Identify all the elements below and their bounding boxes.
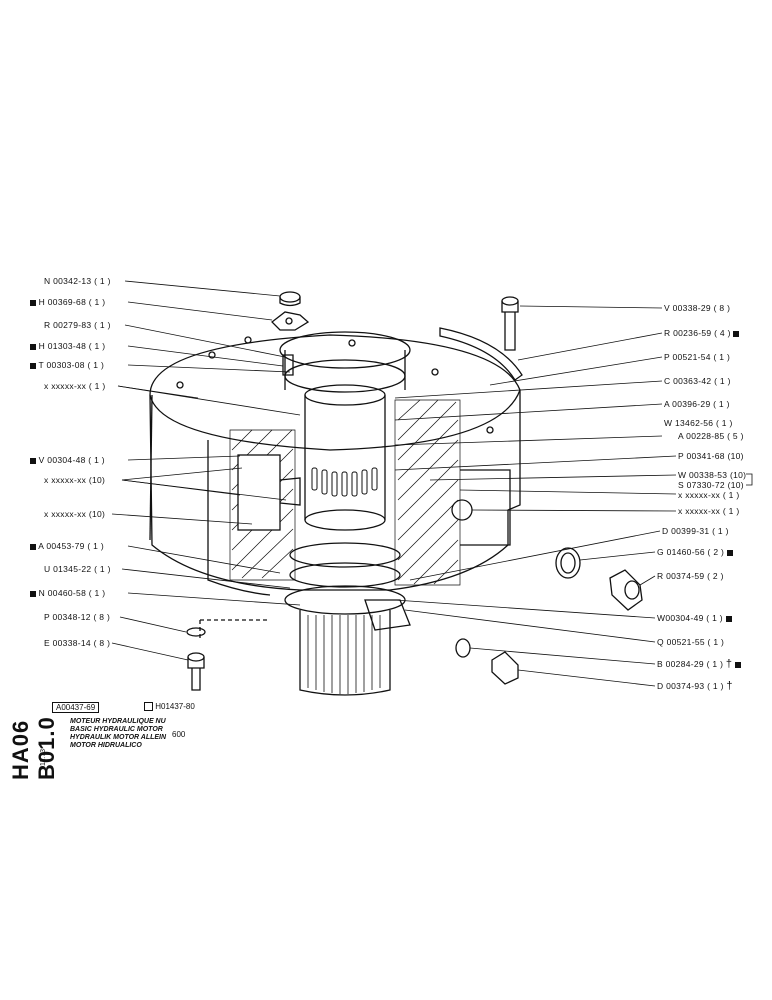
part-label-right: R 00236-59 ( 4 ) [664, 328, 740, 338]
housing-outline [149, 334, 521, 591]
square-marker [30, 457, 36, 464]
part-label-right: P 00521-54 ( 1 ) [664, 352, 731, 362]
part-label-left: T 00303-08 ( 1 ) [30, 360, 104, 370]
part-label-right: W 00338-53 (10) [678, 470, 747, 480]
part-label-right: W00304-49 ( 1 ) [657, 613, 732, 623]
square-marker [30, 543, 36, 550]
ref-main-box: A00437-69 [52, 702, 100, 713]
dagger-mark: † [725, 658, 733, 670]
checkbox-square [144, 702, 153, 712]
square-marker [726, 549, 733, 556]
square-marker [733, 330, 740, 337]
square-marker [30, 343, 36, 350]
document-code: HA06 B01.0 [8, 716, 59, 780]
square-marker [725, 615, 732, 622]
part-label-left: R 00279-83 ( 1 ) [44, 320, 111, 330]
output-shaft [299, 610, 391, 696]
part-label-left: N 00460-58 ( 1 ) [30, 588, 105, 598]
central-shaft [304, 395, 386, 520]
part-label-right: C 00363-42 ( 1 ) [664, 376, 731, 386]
part-label-right: R 00374-59 ( 2 ) [657, 571, 724, 581]
part-label-right: D 00374-93 ( 1 ) † [657, 680, 733, 692]
part-label-left: A 00453-79 ( 1 ) [30, 541, 104, 551]
part-label-right: G 01460-56 ( 2 ) [657, 547, 733, 557]
part-label-right: W 13462-56 ( 1 ) [664, 418, 733, 428]
part-label-left: U 01345-22 ( 1 ) [44, 564, 111, 574]
part-label-left: H 00369-68 ( 1 ) [30, 297, 105, 307]
washer-tab [271, 311, 310, 331]
title-en: BASIC HYDRAULIC MOTOR [70, 726, 163, 733]
washer-bottom-left [186, 627, 206, 637]
part-label-left: N 00342-13 ( 1 ) [44, 276, 111, 286]
part-label-left: H 01303-48 ( 1 ) [30, 341, 105, 351]
part-label-left: E 00338-14 ( 8 ) [44, 638, 111, 648]
model-number: 600 [172, 730, 186, 739]
nut-top [279, 291, 301, 303]
part-label-right: Q 00521-55 ( 1 ) [657, 637, 725, 647]
title-es: MOTOR HIDRUALICO [70, 742, 142, 749]
part-label-right: P 00341-68 (10) [678, 451, 744, 461]
piston-left [237, 454, 281, 531]
part-label-left: x xxxxx-xx (10) [44, 509, 106, 519]
part-label-right: B 00284-29 ( 1 ) † [657, 658, 741, 670]
part-label-right: V 00338-29 ( 8 ) [664, 303, 731, 313]
title-block: A00437-69 H01437-80 MOTEUR HYDRAULIQUE N… [52, 702, 237, 758]
square-marker [30, 299, 36, 306]
document-date: 11.73 [40, 749, 47, 766]
part-label-left: P 00348-12 ( 8 ) [44, 612, 111, 622]
part-label-left: x xxxxx-xx (10) [44, 475, 106, 485]
ref-alt: H01437-80 [144, 702, 195, 712]
part-label-right: x xxxxx-xx ( 1 ) [678, 490, 740, 500]
title-fr: MOTEUR HYDRAULIQUE NU [70, 718, 166, 725]
top-cover [279, 331, 411, 369]
dagger-mark: † [726, 680, 733, 692]
seal-ring [555, 547, 581, 579]
square-marker [735, 661, 741, 668]
part-label-right: A 00228-85 ( 5 ) [678, 431, 744, 441]
title-de: HYDRAULIK MOTOR ALLEIN [70, 734, 167, 741]
bolt-top-right [501, 296, 519, 306]
square-marker [30, 362, 36, 369]
part-label-right: x xxxxx-xx ( 1 ) [678, 506, 740, 516]
part-label-right: S 07330-72 (10) [678, 480, 744, 490]
part-label-right: D 00399-31 ( 1 ) [662, 526, 729, 536]
square-marker [30, 590, 36, 597]
shim-arc [439, 327, 523, 381]
part-label-right: A 00396-29 ( 1 ) [664, 399, 730, 409]
part-label-left: V 00304-48 ( 1 ) [30, 455, 105, 465]
part-label-left: x xxxxx-xx ( 1 ) [44, 381, 106, 391]
plug-right [609, 569, 643, 611]
